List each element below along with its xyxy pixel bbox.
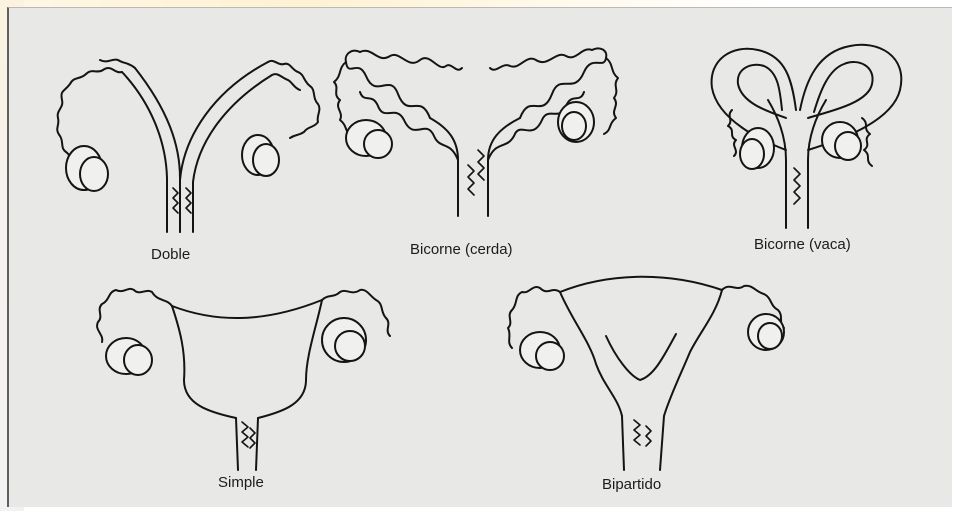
label-bicorne-cerda: Bicorne (cerda) <box>410 241 513 258</box>
label-doble: Doble <box>151 246 190 263</box>
label-bipartido: Bipartido <box>602 476 661 493</box>
label-simple: Simple <box>218 474 264 491</box>
uterus-bicorne-vaca-drawing <box>712 45 902 228</box>
uterus-simple-drawing <box>97 289 390 470</box>
uterus-doble-drawing <box>57 60 319 232</box>
uterus-bicorne-cerda-drawing <box>334 48 618 216</box>
uterus-bipartido-drawing <box>508 277 784 470</box>
label-bicorne-vaca: Bicorne (vaca) <box>754 236 851 253</box>
